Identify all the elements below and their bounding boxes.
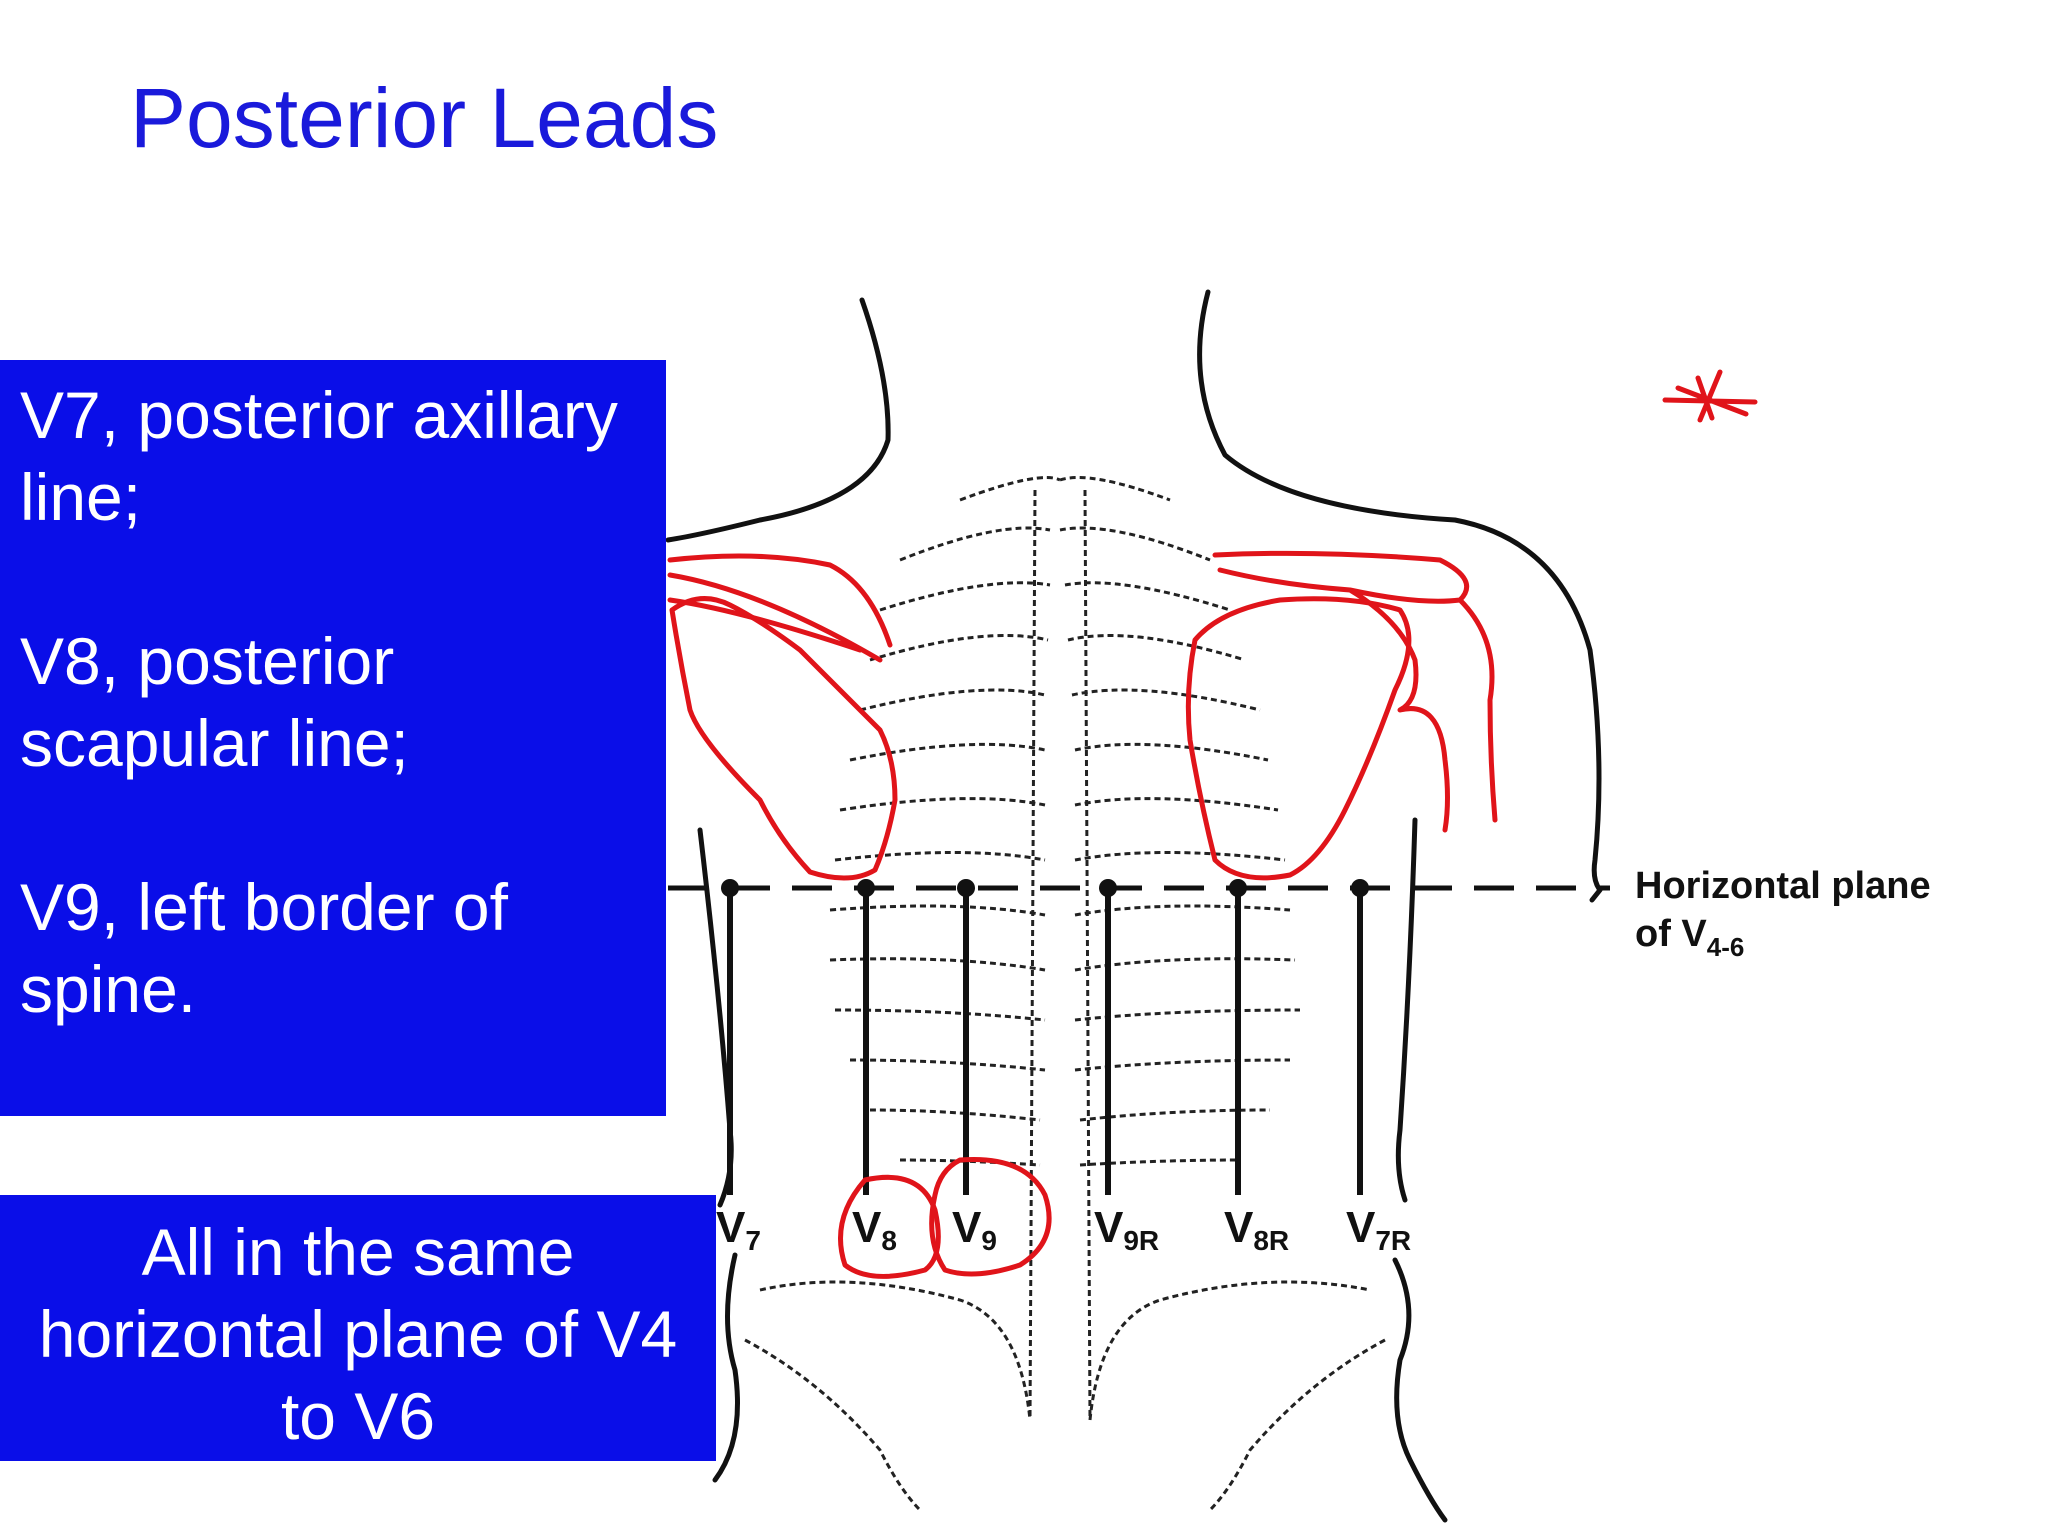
plane-label-line2: of V4-6 [1635, 913, 1744, 962]
v9-circle-annotation [929, 1156, 1052, 1277]
electrode-marker-4 [1099, 879, 1117, 897]
asterisk-annotation [1662, 369, 1758, 423]
v8-circle-annotation [838, 1174, 941, 1279]
electrode-marker-6 [1351, 879, 1369, 897]
lead-label-3: V9 [952, 1203, 997, 1256]
electrode-marker-1 [721, 879, 739, 897]
plane-label-sub: 4-6 [1707, 932, 1745, 962]
definition-v7: V7, posterior axillary line; [20, 378, 618, 534]
electrode-marker-2 [857, 879, 875, 897]
lead-label-5: V8R [1224, 1203, 1289, 1256]
body-outline-left [665, 297, 891, 543]
plane-label-line1: Horizontal plane [1635, 865, 1931, 907]
body-outline-right [1197, 289, 1603, 903]
definition-v9: V9, left border of spine. [20, 870, 508, 1026]
plane-note-text: All in the same horizontal plane of V4 t… [38, 1215, 678, 1453]
plane-label-base: of V [1635, 913, 1707, 955]
horizontal-plane-note-box: All in the same horizontal plane of V4 t… [0, 1195, 716, 1461]
scapula-right-annotation [1185, 596, 1412, 881]
lead-markers: V7 V8 V9 V9R V8R V7R [716, 879, 1411, 1256]
hip-right [1392, 1257, 1448, 1523]
lead-label-2: V8 [852, 1203, 897, 1256]
red-annotations [667, 369, 1758, 1279]
lead-label-1: V7 [716, 1203, 761, 1256]
lead-definitions-box: V7, posterior axillary line; V8, posteri… [0, 360, 666, 1116]
clavicle-right-annotation [1212, 550, 1498, 833]
scapula-left-annotation [669, 596, 898, 881]
lead-label-4: V9R [1094, 1203, 1159, 1256]
clavicle-left-annotation [667, 553, 893, 663]
hip-left [712, 1252, 740, 1483]
slide-title: Posterior Leads [130, 71, 719, 165]
torso-right-side [1395, 817, 1418, 1203]
definition-v8: V8, posterior scapular line; [20, 624, 409, 780]
lead-label-6: V7R [1346, 1203, 1411, 1256]
electrode-marker-3 [957, 879, 975, 897]
electrode-marker-5 [1229, 879, 1247, 897]
rib-cage [744, 476, 1386, 1512]
